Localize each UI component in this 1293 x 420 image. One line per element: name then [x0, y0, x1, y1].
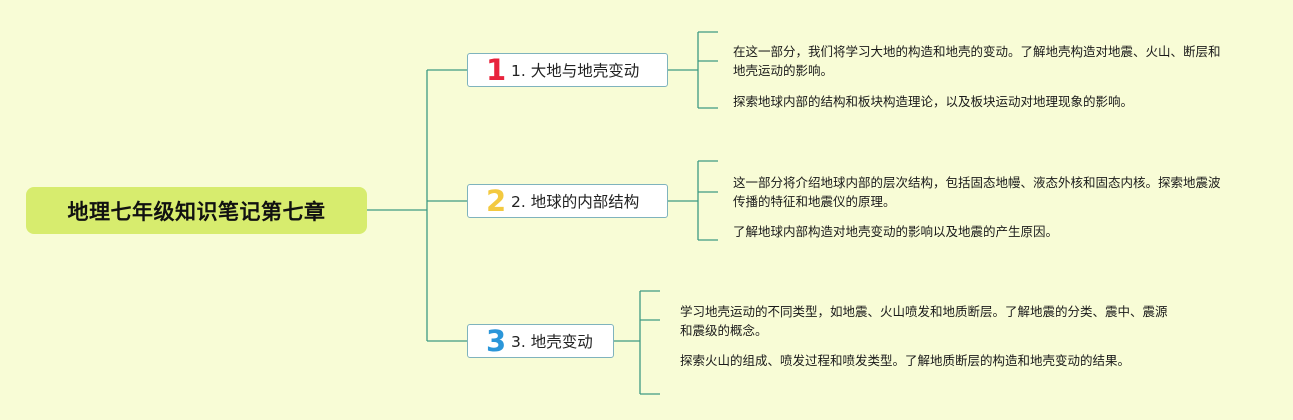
number-1-icon: 1: [486, 52, 507, 87]
branch-label: 1. 大地与地壳变动: [511, 62, 640, 80]
number-2-icon: 2: [486, 183, 507, 218]
branch-label: 3. 地壳变动: [511, 333, 593, 351]
number-3-icon: 3: [486, 323, 507, 358]
note-2-1[interactable]: 这一部分将介绍地球内部的层次结构，包括固态地幔、液态外核和固态内核。探索地震波传…: [733, 175, 1221, 209]
branch-topic-1[interactable]: 1 1. 大地与地壳变动: [467, 53, 668, 87]
note-1-1[interactable]: 在这一部分，我们将学习大地的构造和地壳的变动。了解地壳构造对地震、火山、断层和地…: [733, 44, 1221, 78]
root-title: 地理七年级知识笔记第七章: [67, 199, 326, 224]
branch-topic-2[interactable]: 2 2. 地球的内部结构: [467, 184, 668, 218]
branch-label: 2. 地球的内部结构: [511, 193, 640, 211]
note-3-2[interactable]: 探索火山的组成、喷发过程和喷发类型。了解地质断层的构造和地壳变动的结果。: [680, 353, 1131, 368]
root-topic[interactable]: 地理七年级知识笔记第七章: [26, 187, 367, 234]
note-3-1[interactable]: 学习地壳运动的不同类型，如地震、火山喷发和地质断层。了解地震的分类、震中、震源和…: [680, 304, 1168, 338]
branch-topic-3[interactable]: 3 3. 地壳变动: [467, 324, 614, 358]
note-2-2[interactable]: 了解地球内部构造对地壳变动的影响以及地震的产生原因。: [733, 224, 1059, 239]
note-1-2[interactable]: 探索地球内部的结构和板块构造理论，以及板块运动对地理现象的影响。: [733, 94, 1134, 109]
